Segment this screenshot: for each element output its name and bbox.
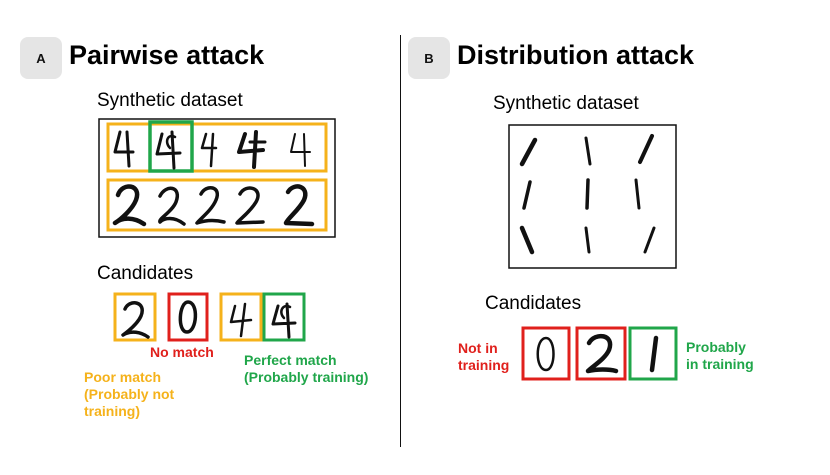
panel-divider	[400, 35, 401, 447]
panel-a-synthetic-label: Synthetic dataset	[97, 90, 243, 111]
panel-a-synthetic-grid	[98, 118, 336, 238]
panel-b-candidate-row	[521, 326, 678, 381]
poor-match-note-line3: training)	[84, 403, 140, 419]
not-in-training-note-line1: Not in	[458, 340, 498, 356]
probably-in-training-note-line2: in training	[686, 356, 754, 372]
perfect-match-note-line1: Perfect match	[244, 352, 337, 368]
poor-match-note-line2: (Probably not	[84, 386, 175, 402]
panel-b-synthetic-grid	[508, 124, 677, 269]
panel-a-candidate-row	[113, 292, 306, 342]
perfect-match-note-line2: (Probably training)	[244, 369, 369, 385]
panel-a-candidates-label: Candidates	[97, 263, 194, 284]
panel-b-title: Distribution attack	[457, 40, 695, 70]
panel-a-title: Pairwise attack	[69, 40, 265, 70]
panel-b-candidates-label: Candidates	[485, 293, 582, 314]
panel-b-badge: B	[408, 37, 450, 79]
no-match-note: No match	[150, 344, 214, 360]
poor-match-note-line1: Poor match	[84, 369, 162, 385]
not-in-training-note-line2: training	[458, 357, 510, 373]
probably-in-training-note-line1: Probably	[686, 339, 746, 355]
panel-b-synthetic-label: Synthetic dataset	[493, 93, 639, 114]
panel-a-badge: A	[20, 37, 62, 79]
